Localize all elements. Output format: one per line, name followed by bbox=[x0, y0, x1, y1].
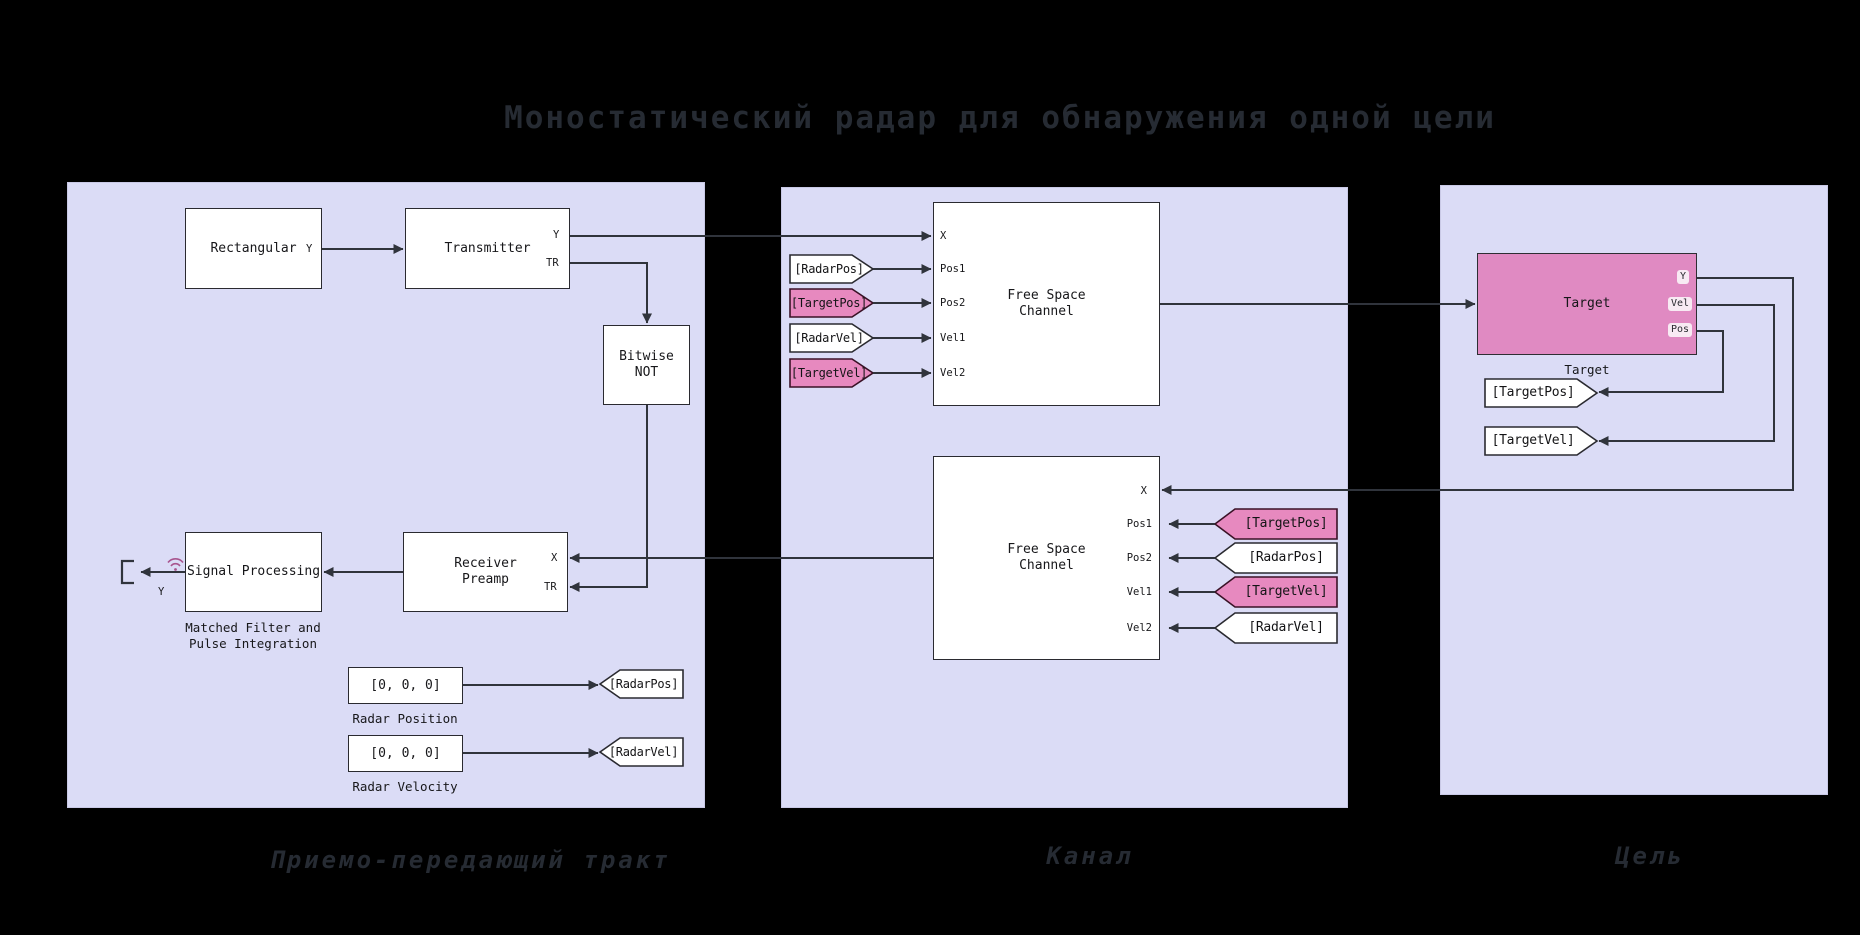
tag-targetvel-right[interactable]: [TargetVel] bbox=[1491, 433, 1575, 448]
port-fsc2-x: X bbox=[1140, 485, 1147, 497]
port-fsc1-vel2: Vel2 bbox=[940, 367, 966, 379]
port-transmitter-y: Y bbox=[553, 229, 560, 241]
target-caption: Target bbox=[1564, 362, 1610, 377]
block-receiver-preamp[interactable]: Receiver Preamp bbox=[403, 532, 568, 612]
port-transmitter-tr: TR bbox=[546, 257, 559, 269]
port-fsc1-pos2: Pos2 bbox=[940, 297, 966, 309]
output-y-label: Y bbox=[158, 586, 165, 598]
block-target[interactable]: Target bbox=[1477, 253, 1697, 355]
port-fsc1-pos1: Pos1 bbox=[940, 263, 966, 275]
port-fsc1-vel1: Vel1 bbox=[940, 332, 966, 344]
bitwise-not-line1: Bitwise bbox=[619, 349, 674, 364]
block-transmitter[interactable]: Transmitter bbox=[405, 208, 570, 289]
signal-processing-caption: Matched Filter and Pulse Integration bbox=[168, 620, 338, 652]
radar-velocity-value: [0, 0, 0] bbox=[370, 745, 441, 761]
port-target-y: Y bbox=[1677, 270, 1690, 284]
block-transmitter-label: Transmitter bbox=[444, 240, 531, 256]
port-fsc2-vel2: Vel2 bbox=[1126, 622, 1152, 634]
signal-processing-caption-line1: Matched Filter and bbox=[185, 620, 321, 635]
receiver-preamp-line1: Receiver bbox=[454, 556, 517, 571]
port-target-vel: Vel bbox=[1668, 297, 1693, 311]
block-rectangular[interactable]: Rectangular bbox=[185, 208, 322, 289]
caption-channel: Канал bbox=[1046, 842, 1134, 870]
fsc1-line1: Free Space bbox=[1007, 288, 1086, 303]
tag-ch2-targetvel[interactable]: [TargetVel] bbox=[1244, 584, 1328, 599]
radar-velocity-caption: Radar Velocity bbox=[352, 779, 458, 794]
port-receiver-tr: TR bbox=[544, 581, 557, 593]
tag-ch1-radarvel[interactable]: [RadarVel] bbox=[794, 331, 864, 345]
bitwise-not-line2: NOT bbox=[634, 365, 659, 380]
radar-position-caption: Radar Position bbox=[352, 711, 458, 726]
port-fsc2-vel1: Vel1 bbox=[1126, 586, 1152, 598]
tag-radarvel-left[interactable]: [RadarVel] bbox=[608, 745, 679, 759]
radar-position-value: [0, 0, 0] bbox=[370, 677, 441, 693]
tag-ch2-radarpos[interactable]: [RadarPos] bbox=[1248, 550, 1324, 565]
signal-processing-caption-line2: Pulse Integration bbox=[189, 636, 317, 651]
block-free-space-channel-2[interactable]: Free Space Channel bbox=[933, 456, 1160, 660]
signal-processing-label: Signal Processing bbox=[186, 564, 321, 579]
tag-ch1-targetvel[interactable]: [TargetVel] bbox=[790, 366, 868, 380]
tag-radarpos-left[interactable]: [RadarPos] bbox=[608, 677, 679, 691]
port-target-pos: Pos bbox=[1668, 323, 1693, 337]
fsc2-line2: Channel bbox=[1019, 558, 1074, 573]
tag-ch2-targetpos[interactable]: [TargetPos] bbox=[1244, 516, 1328, 531]
fsc1-line2: Channel bbox=[1019, 304, 1074, 319]
tag-targetpos-right[interactable]: [TargetPos] bbox=[1491, 385, 1575, 400]
port-receiver-x: X bbox=[551, 552, 558, 564]
block-signal-processing[interactable]: Signal Processing bbox=[185, 532, 322, 612]
tag-ch2-radarvel[interactable]: [RadarVel] bbox=[1248, 620, 1324, 635]
caption-transceiver: Приемо-передающий тракт bbox=[269, 846, 671, 874]
receiver-preamp-line2: Preamp bbox=[462, 572, 509, 587]
target-label: Target bbox=[1563, 296, 1611, 311]
port-fsc2-pos1: Pos1 bbox=[1126, 518, 1152, 530]
port-rectangular-y: Y bbox=[306, 243, 313, 255]
tag-ch1-targetpos[interactable]: [TargetPos] bbox=[790, 296, 868, 310]
block-bitwise-not[interactable]: Bitwise NOT bbox=[603, 325, 690, 405]
caption-target: Цель bbox=[1615, 842, 1685, 870]
tag-ch1-radarpos[interactable]: [RadarPos] bbox=[794, 262, 864, 276]
fsc2-line1: Free Space bbox=[1007, 542, 1086, 557]
block-rectangular-label: Rectangular bbox=[210, 240, 297, 256]
block-free-space-channel-1[interactable]: Free Space Channel bbox=[933, 202, 1160, 406]
port-fsc1-x: X bbox=[940, 230, 947, 242]
port-fsc2-pos2: Pos2 bbox=[1126, 552, 1152, 564]
model-title: Моностатический радар для обнаружения од… bbox=[504, 100, 1496, 136]
block-radar-velocity-constant[interactable]: [0, 0, 0] bbox=[348, 735, 463, 772]
block-radar-position-constant[interactable]: [0, 0, 0] bbox=[348, 667, 463, 704]
